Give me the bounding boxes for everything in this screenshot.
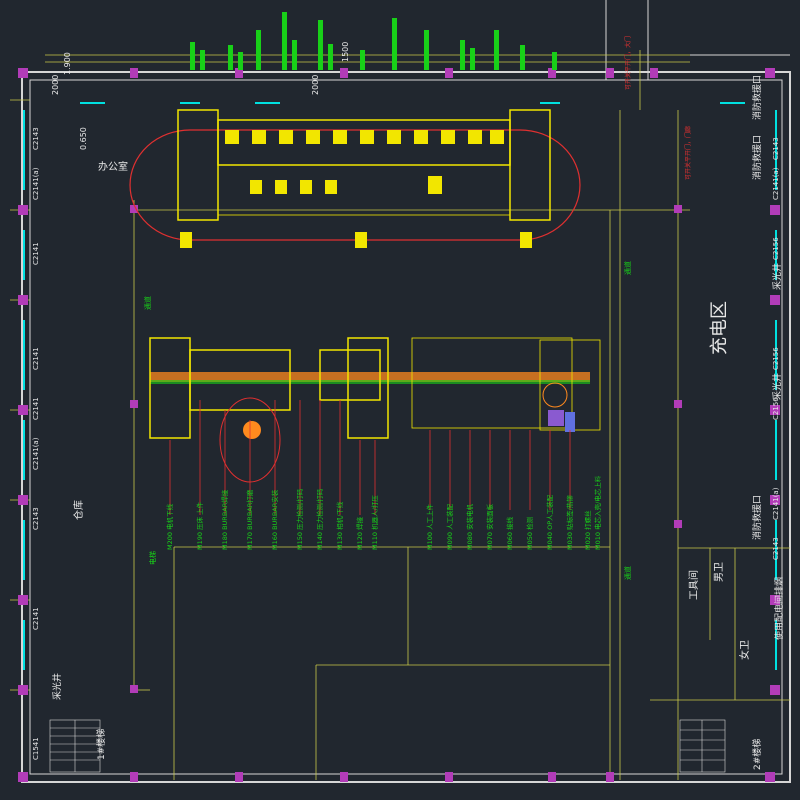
station-label: M060 接线 [505,516,514,550]
lift-label: 电梯 [148,551,157,565]
station-label: M050 检测 [525,516,534,550]
window-code: C2141(a) [772,167,780,200]
robot-cells [219,382,568,483]
roof-vents [190,12,557,70]
light-well-right-2-label: 采光井 [771,373,783,400]
corridor-left-label: 通道 [143,296,152,310]
window-code: C2141 [32,607,40,630]
station-label: M110 机器人/打压 [370,495,379,550]
station-leaders [169,400,571,515]
top-line-stations [180,130,532,248]
station-label: M130 相机/下线 [335,501,344,550]
station-label: M190 压床 上件 [195,501,204,550]
station-labels: M200 电机下线 M190 压床 上件 M180 BURBAR焊接 M170 BUR… [165,475,602,550]
office-label: 办公室 [98,160,128,173]
station-label: M080 安装电机 [465,503,474,550]
station-label: M030 贴标签/热铆 [565,495,574,550]
dim-2000b: 2000 [311,75,320,95]
dim-0650: 0.650 [79,127,88,150]
window-code: C2156 [772,397,780,420]
window-code: C2141 [32,397,40,420]
window-code: C2141(a) [32,167,40,200]
station-label: M090 人工装配 [445,503,454,550]
door-note-top-right: 可开关平开门，大门 [624,36,632,90]
fire-hatch-3-label: 消防救援口 [751,75,763,120]
station-label: M140 压力检测/打码 [315,488,324,550]
door-notes: 可开关平开门，大门 可开关平开门，门廊 [624,36,692,180]
station-label: M020 打螺丝 [583,510,592,550]
charging-area-label: 充电区 [709,301,730,355]
station-label: M010 电芯入壳/电芯上料 [593,475,602,550]
top-production-line [129,109,581,241]
window-markers [23,102,777,670]
window-code: C2141(a) [32,437,40,470]
exterior-walls [21,0,791,783]
window-code: C2141(a) [772,487,780,520]
station-label: M040 OP人工装配 [545,494,554,550]
fire-hatch-label: 消防救援口 [751,135,763,180]
stair-2-drawing [679,719,726,773]
window-code-labels-right: C2143 C2141(a) C2156 C2156 C2156 C2141(a… [772,137,780,560]
grid-lines [10,50,790,780]
dim-1900: 1.900 [63,52,72,75]
station-label: M180 BURBAR焊接 [220,489,229,550]
window-code: C2156 [772,237,780,260]
stair-2-label: 2#楼梯 [751,739,763,770]
station-label: M120 焊接 [355,516,364,550]
female-wc-label: 女卫 [738,640,751,660]
robot-cell-fills [243,410,575,439]
room-labels: 办公室 仓库 充电区 工具间 男卫 女卫 1#楼梯 2#楼梯 采光井 采光井 采… [51,75,785,770]
station-label: M170 BURBAR打磨 [245,489,254,550]
structural-columns [18,68,780,782]
vertical-labels: 通道 通道 通道 电梯 [143,261,632,580]
corridor-bottom-label: 通道 [623,566,632,580]
dimension-labels: 1.900 0.650 2000 2000 1500 [51,42,350,150]
window-code: C2143 [772,537,780,560]
tool-room-label: 工具间 [687,570,700,600]
male-wc-label: 男卫 [713,562,725,582]
fire-hatch-2-label: 消防救援口 [751,495,763,540]
dim-2000: 2000 [51,75,60,95]
assembly-conveyor [150,372,590,384]
station-label: M160 BURBAR安装 [270,489,279,550]
corridor-mid-label: 通道 [623,261,632,275]
light-well-left-label: 采光井 [51,673,63,700]
window-code: C2143 [32,507,40,530]
station-label: M100 人工上件 [425,503,434,550]
stair-1-drawing [49,719,101,773]
dim-1500: 1500 [341,42,350,62]
window-code: C2141 [32,242,40,265]
station-label: M150 压力检测/打码 [295,488,304,550]
window-code-labels-left: C2143 C2141(a) C2141 C2141 C2141 C2141(a… [32,127,40,760]
window-code: C2143 [772,137,780,160]
middle-production-line [149,337,601,439]
window-code: C2141 [32,347,40,370]
station-label: M200 电机下线 [165,503,174,550]
stair-1-label: 1#楼梯 [95,729,107,760]
light-well-right-label: 采光井 [771,263,783,290]
warehouse-label: 仓库 [72,500,85,520]
door-note-right-mid: 可开关平开门，门廊 [684,126,692,180]
window-code: C2156 [772,347,780,370]
station-label: M070 安装面板 [485,503,494,550]
smoke-exhaust-label: 使用配电间排烟 [773,577,785,640]
window-code: C2143 [32,127,40,150]
window-code: C1541 [32,737,40,760]
